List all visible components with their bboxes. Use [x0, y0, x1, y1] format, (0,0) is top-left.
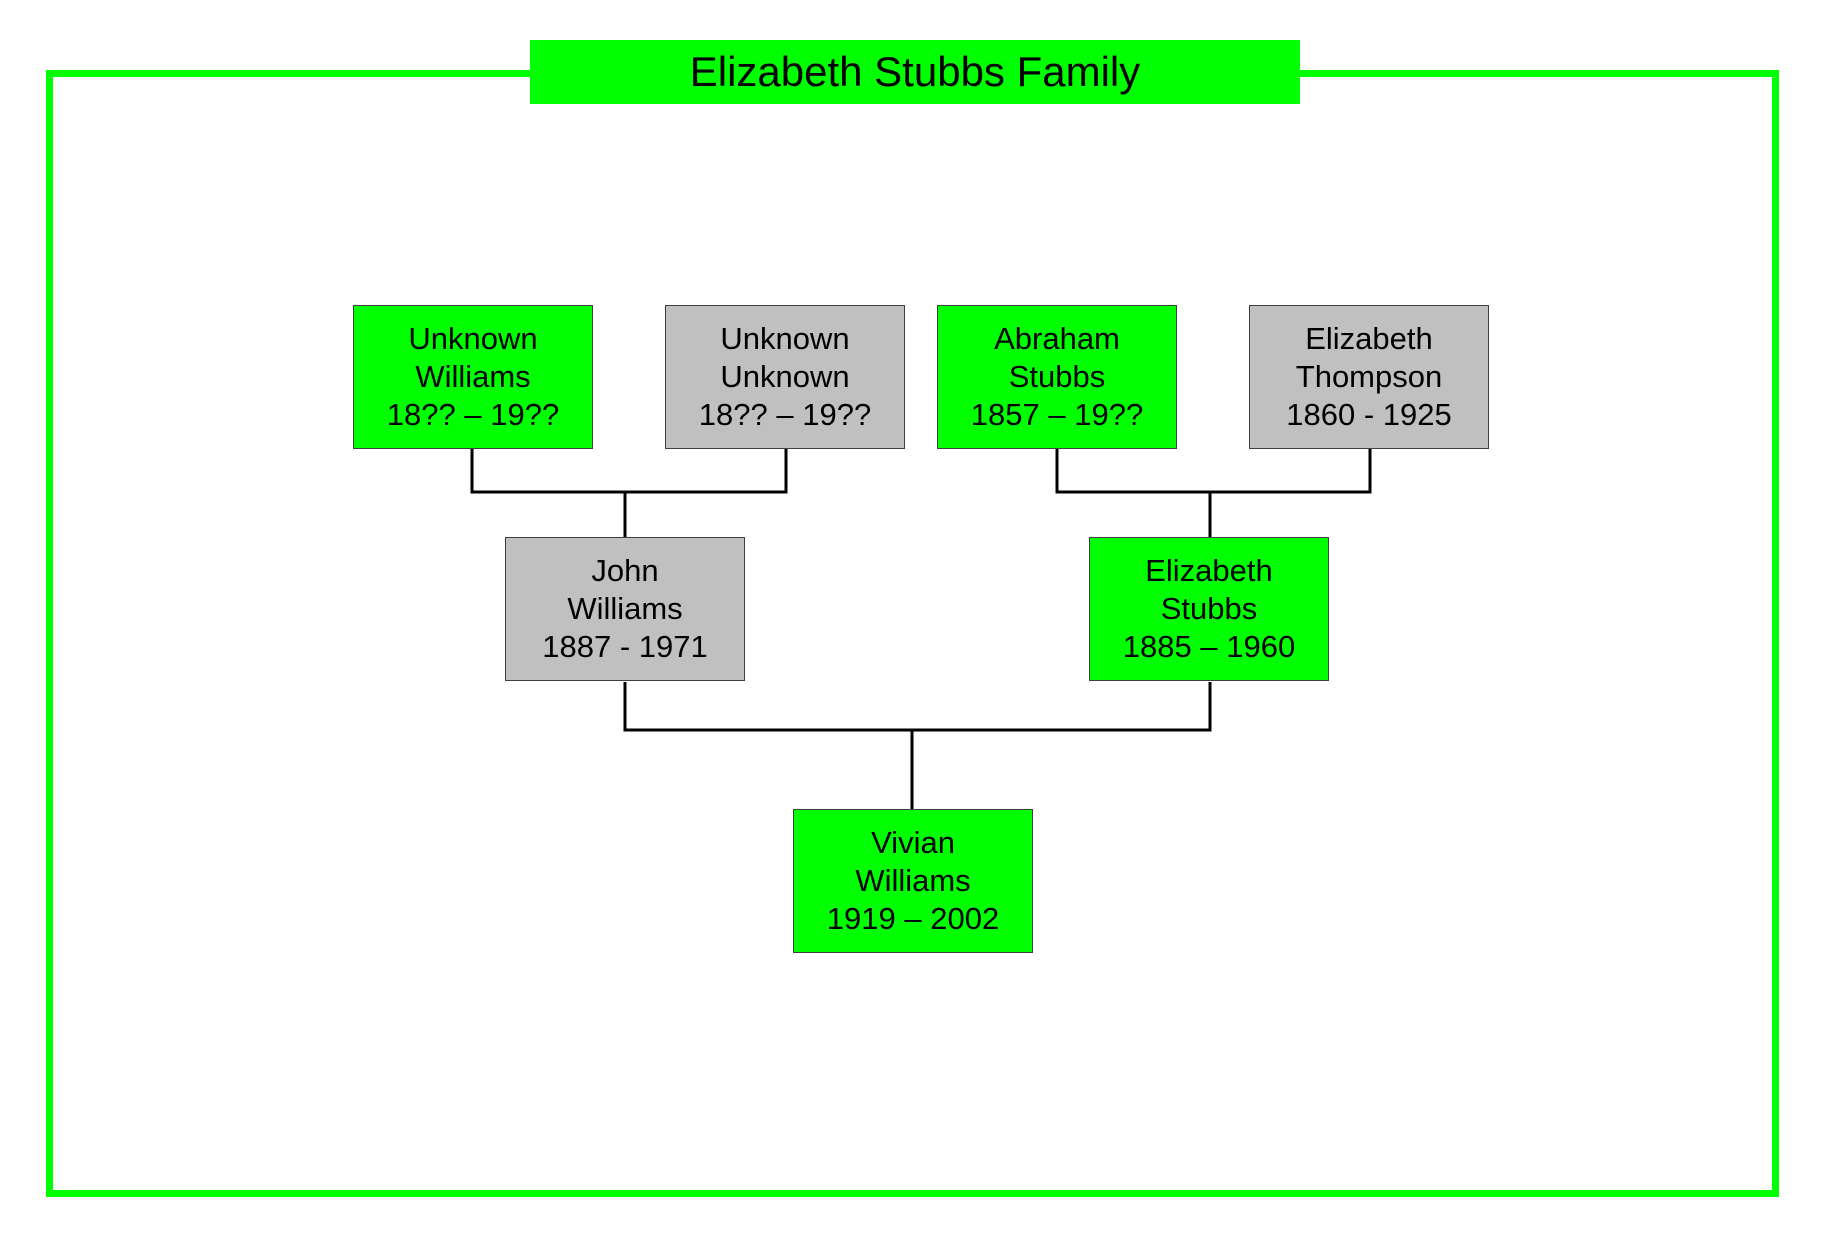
connector-stubbs-parents: [1055, 449, 1372, 538]
person-dates: 1857 – 19??: [970, 397, 1144, 432]
diagram-title: Elizabeth Stubbs Family: [530, 40, 1300, 104]
person-first-name: John: [591, 553, 659, 588]
person-box-unknown-unknown: Unknown Unknown 18?? – 19??: [665, 305, 905, 449]
person-dates: 18?? – 19??: [698, 397, 872, 432]
connector-vivian-parents: [623, 682, 1212, 810]
person-dates: 1919 – 2002: [826, 901, 1000, 936]
person-last-name: Stubbs: [1008, 359, 1106, 394]
person-first-name: Vivian: [871, 825, 955, 860]
person-last-name: Williams: [567, 591, 683, 626]
person-box-abraham-stubbs: Abraham Stubbs 1857 – 19??: [937, 305, 1177, 449]
person-box-unknown-williams: Unknown Williams 18?? – 19??: [353, 305, 593, 449]
person-dates: 1885 – 1960: [1122, 629, 1296, 664]
diagram-title-text: Elizabeth Stubbs Family: [689, 48, 1141, 95]
person-box-john-williams: John Williams 1887 - 1971: [505, 537, 745, 681]
person-first-name: Elizabeth: [1305, 321, 1433, 356]
person-first-name: Unknown: [720, 321, 850, 356]
person-box-elizabeth-thompson: Elizabeth Thompson 1860 - 1925: [1249, 305, 1489, 449]
person-first-name: Elizabeth: [1145, 553, 1273, 588]
person-box-elizabeth-stubbs: Elizabeth Stubbs 1885 – 1960: [1089, 537, 1329, 681]
connector-williams-parents: [470, 449, 788, 538]
person-first-name: Unknown: [408, 321, 538, 356]
person-first-name: Abraham: [994, 321, 1120, 356]
person-dates: 18?? – 19??: [386, 397, 560, 432]
person-last-name: Stubbs: [1160, 591, 1258, 626]
person-last-name: Williams: [855, 863, 971, 898]
person-last-name: Thompson: [1295, 359, 1443, 394]
person-last-name: Williams: [415, 359, 531, 394]
person-dates: 1860 - 1925: [1286, 397, 1452, 432]
person-last-name: Unknown: [720, 359, 850, 394]
person-dates: 1887 - 1971: [542, 629, 708, 664]
person-box-vivian-williams: Vivian Williams 1919 – 2002: [793, 809, 1033, 953]
